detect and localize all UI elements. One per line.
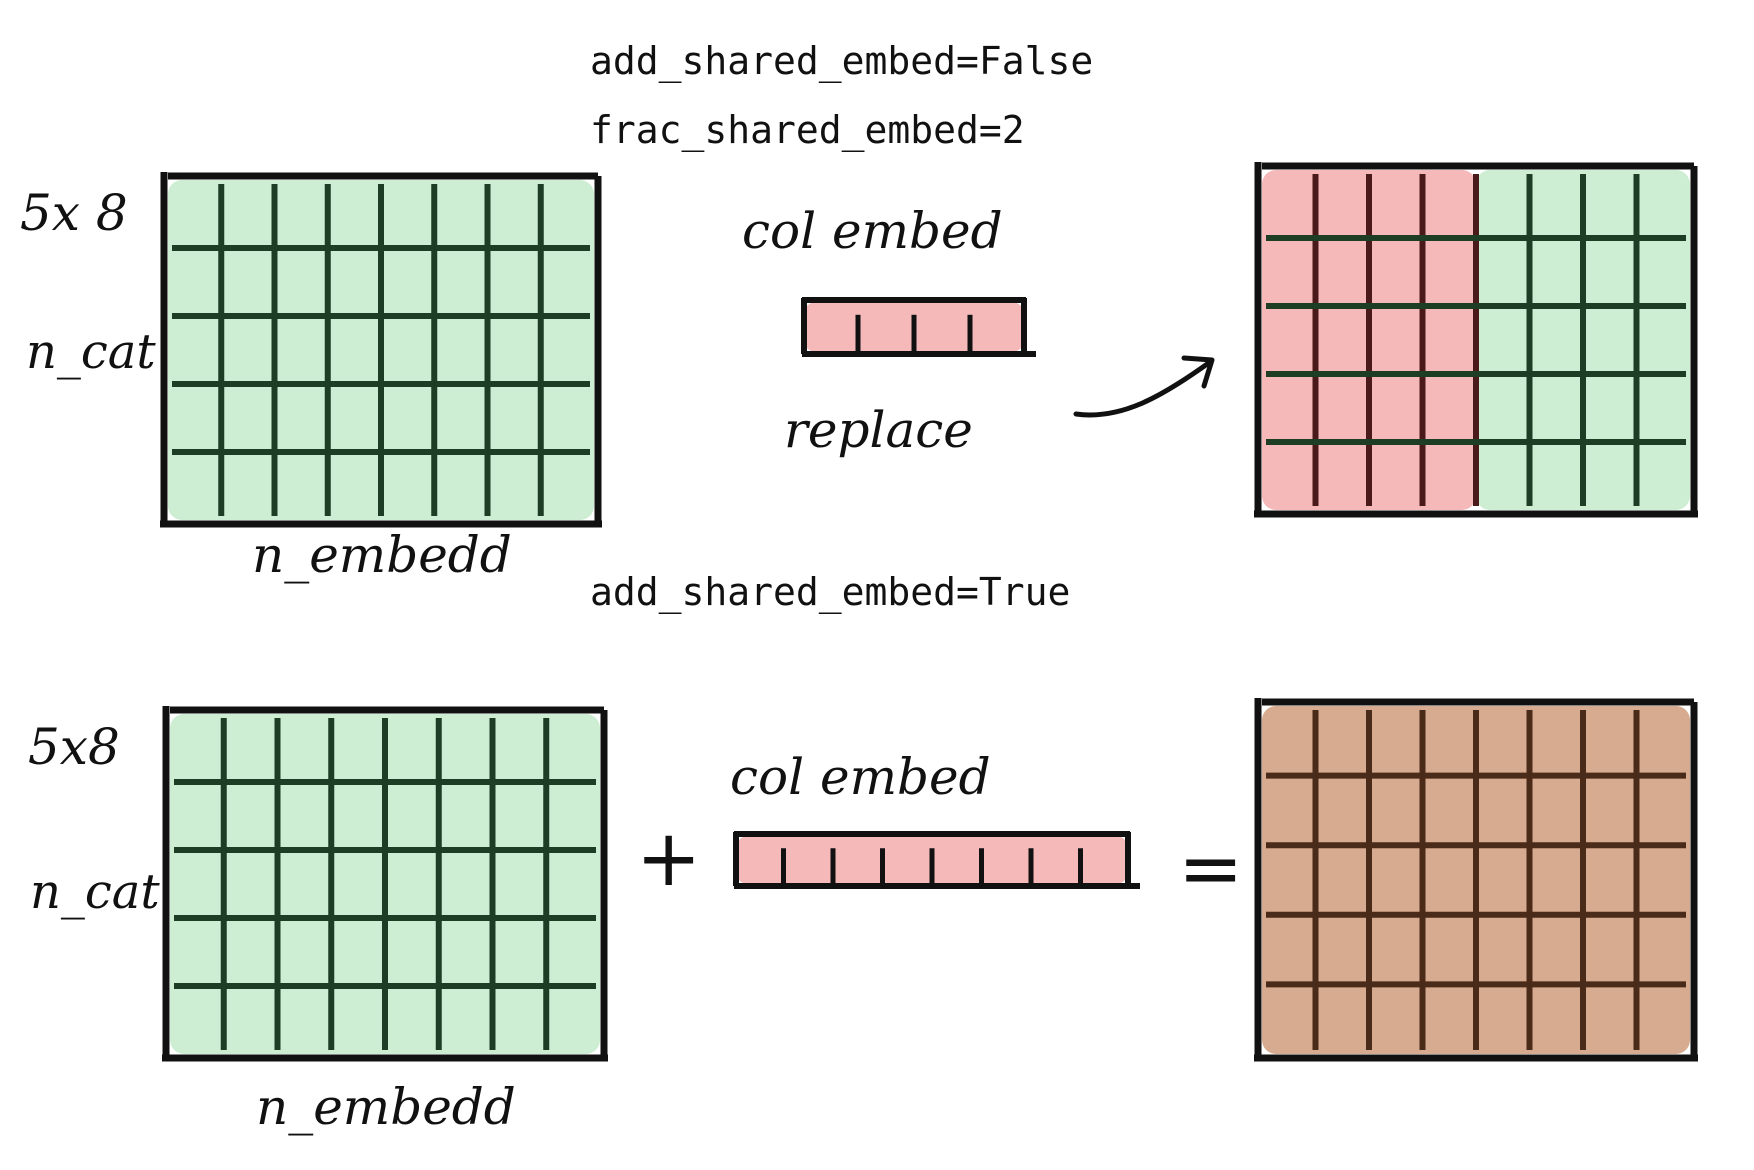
col-embed-vector-bottom [733, 831, 1140, 889]
result-matrix-sum [1254, 698, 1698, 1062]
result-matrix-replace [1254, 162, 1698, 518]
embedding-matrix-top [160, 172, 602, 528]
col-embed-label-bottom: col embed [730, 748, 991, 806]
embedding-matrix-bottom [162, 706, 608, 1062]
shape-label-top: 5x 8 [20, 184, 128, 242]
frac-label: frac_shared_embed=2 [590, 108, 1025, 152]
row-label-bottom: n_cat [30, 864, 160, 920]
row-label-top: n_cat [26, 324, 156, 380]
shape-label-bottom: 5x8 [28, 718, 120, 776]
col-embed-label-top: col embed [742, 202, 1003, 260]
col-label-bottom: n_embedd [256, 1078, 516, 1136]
arrow-icon [1073, 355, 1215, 418]
replace-label: replace [784, 401, 973, 459]
setting-label-top: add_shared_embed=False [590, 39, 1094, 83]
plus-sign: + [636, 814, 702, 904]
col-label-top: n_embedd [252, 526, 512, 584]
setting-label-bottom: add_shared_embed=True [590, 570, 1071, 614]
equals-sign: = [1178, 824, 1244, 914]
col-embed-vector-top [801, 297, 1036, 357]
